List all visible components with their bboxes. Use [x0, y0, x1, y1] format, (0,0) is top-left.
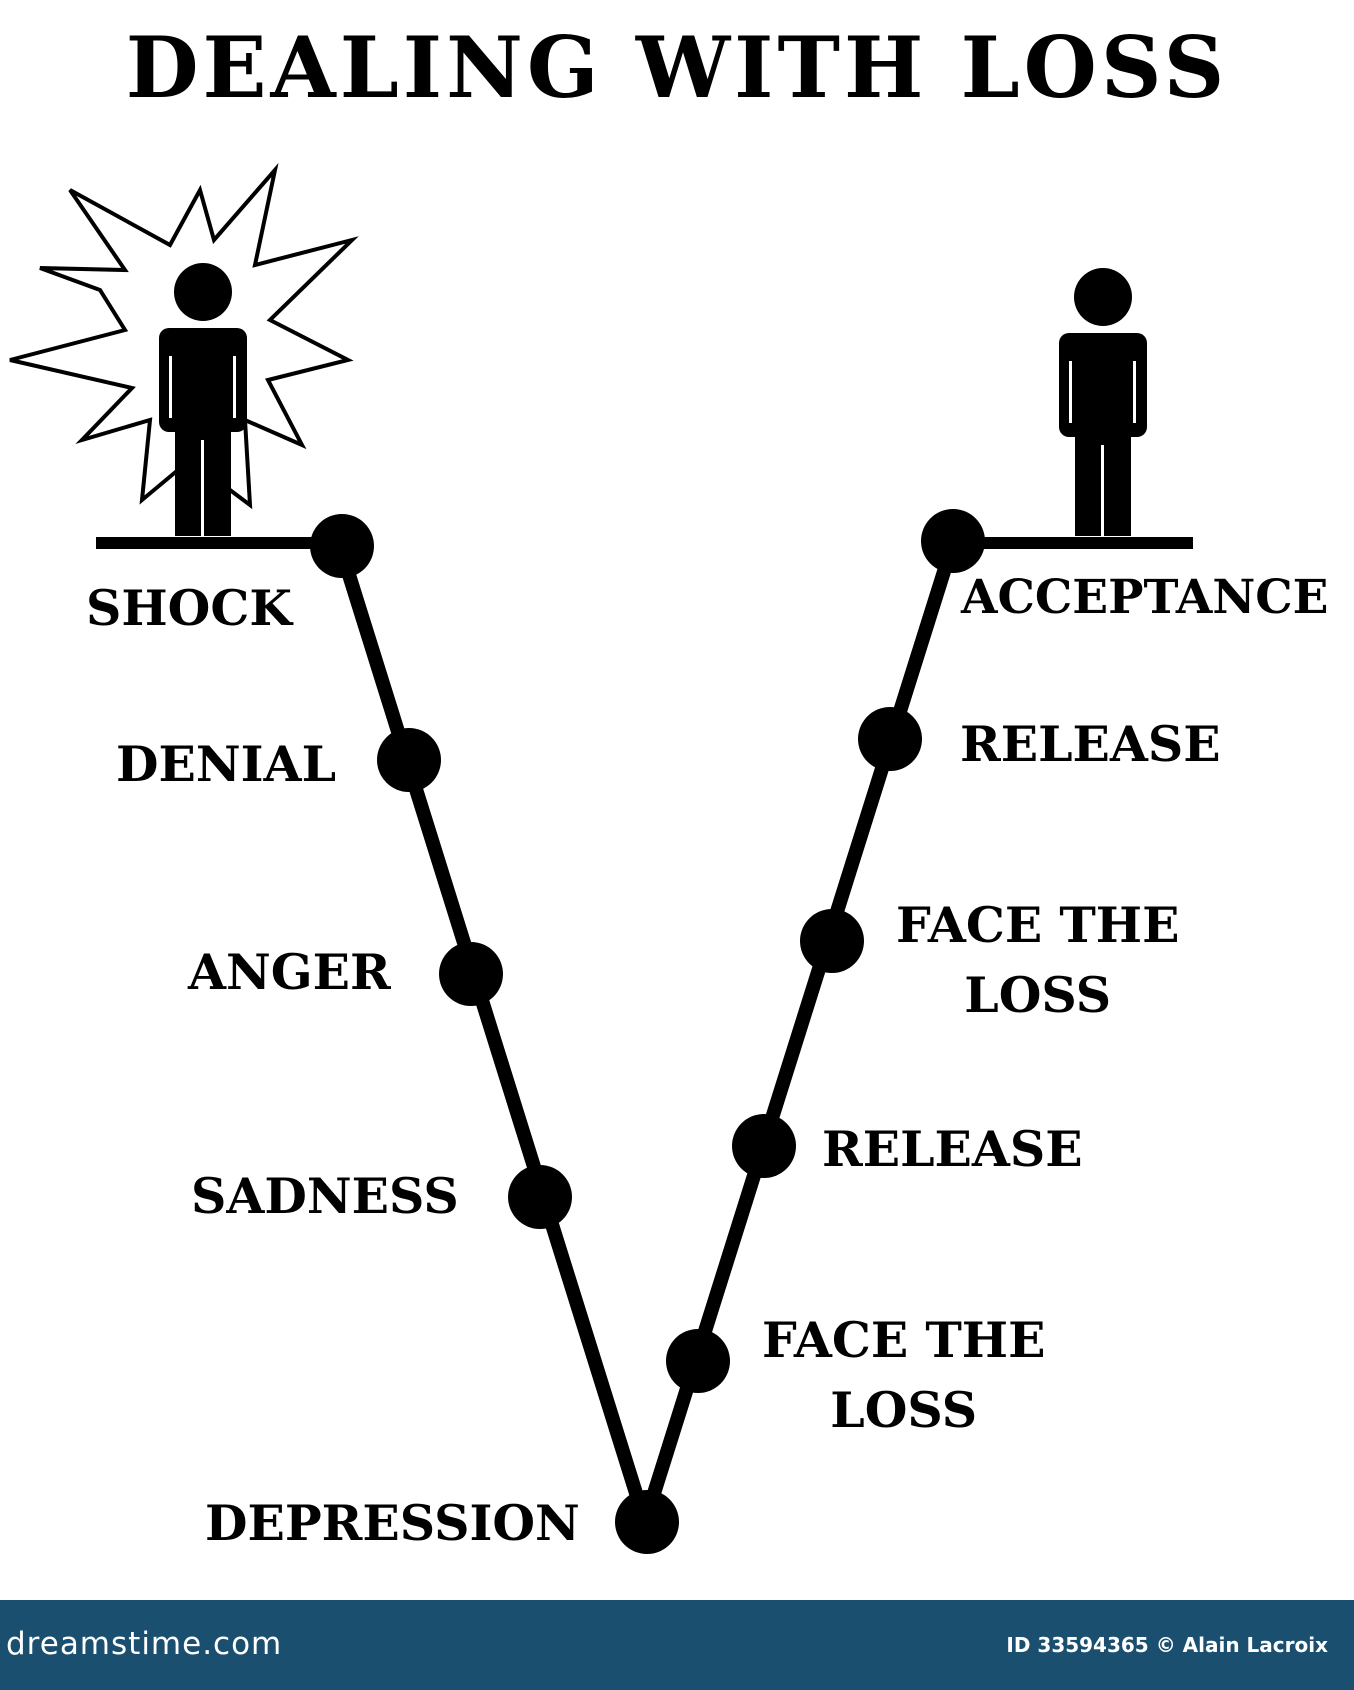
node-release-1 — [732, 1114, 796, 1178]
stage-label-depression: DEPRESSION — [205, 1494, 580, 1552]
node-release-2 — [858, 707, 922, 771]
stage-label-release-1: RELEASE — [822, 1120, 1083, 1178]
stage-label-face-the-loss-1: FACE THE LOSS — [762, 1305, 1045, 1445]
node-depression — [615, 1490, 679, 1554]
node-acceptance — [921, 509, 985, 573]
stage-label-line: FACE THE — [762, 1311, 1046, 1369]
page-title: DEALING WITH LOSS — [125, 18, 1229, 117]
stage-label-sadness: SADNESS — [191, 1167, 459, 1225]
platform-right — [955, 537, 1193, 549]
stage-label-line: LOSS — [964, 966, 1112, 1024]
stage-label-denial: DENIAL — [116, 735, 337, 793]
stage-label-release-2: RELEASE — [960, 715, 1221, 773]
stage-label-face-the-loss-2: FACE THE LOSS — [896, 890, 1179, 1030]
stage-label-shock: SHOCK — [86, 579, 292, 637]
node-shock — [310, 514, 374, 578]
stage-label-line: LOSS — [830, 1381, 978, 1439]
stage-label-anger: ANGER — [188, 943, 391, 1001]
node-face-the-loss-1 — [666, 1329, 730, 1393]
watermark-footer: dreamstime.com ID 33594365 © Alain Lacro… — [0, 1600, 1354, 1690]
platform-left — [96, 537, 342, 549]
stage-label-acceptance: ACCEPTANCE — [961, 570, 1329, 625]
node-denial — [377, 728, 441, 792]
node-face-the-loss-2 — [800, 909, 864, 973]
node-anger — [439, 942, 503, 1006]
footer-logo: dreamstime.com — [6, 1626, 283, 1662]
footer-credit: ID 33594365 © Alain Lacroix — [1006, 1633, 1328, 1657]
stage-label-line: FACE THE — [896, 896, 1180, 954]
node-sadness — [508, 1165, 572, 1229]
